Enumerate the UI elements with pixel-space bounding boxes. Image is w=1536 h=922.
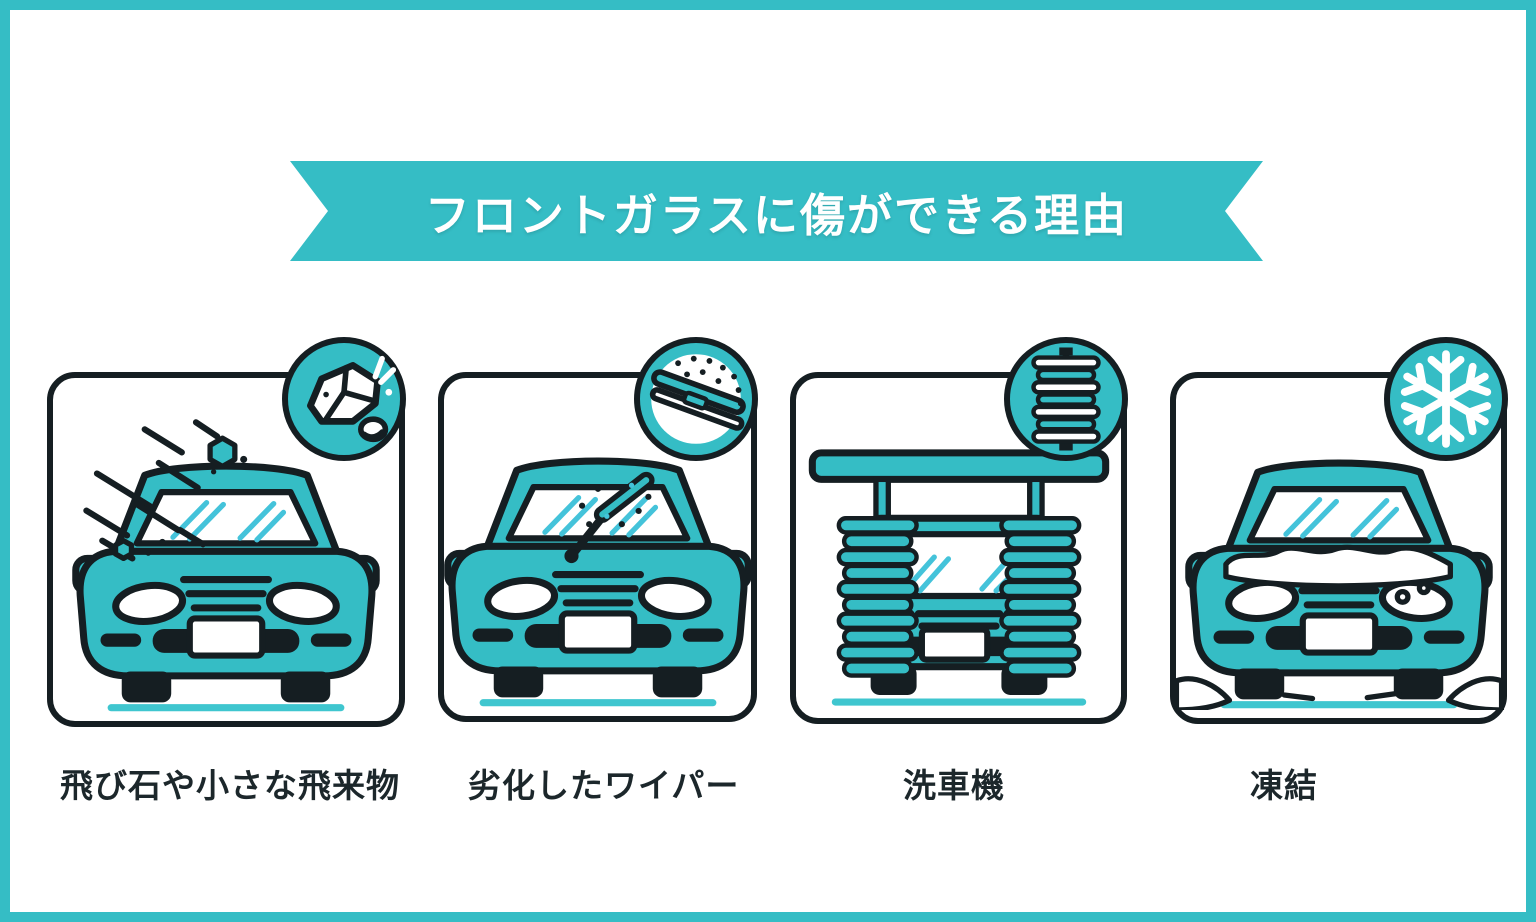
panel-label-flying-stones: 飛び石や小さな飛来物: [60, 767, 400, 804]
stone-icon: [307, 355, 397, 443]
car-in-wash-machine-illustration: [808, 449, 1109, 706]
wash-brush-badge: [1004, 337, 1128, 461]
car-with-worn-wiper-illustration: [433, 412, 763, 708]
wiper-blade-icon: [649, 354, 746, 444]
wash-brush-icon: [1031, 347, 1101, 451]
car-hit-by-flying-stones-illustration: [61, 419, 391, 713]
wash-brush-left: [836, 516, 919, 678]
snowflake-badge: [1384, 337, 1508, 461]
stone-badge: [282, 337, 406, 461]
panel-label-freezing: 凍結: [1250, 767, 1318, 804]
snow-overlay: [1173, 544, 1504, 710]
snowflake-icon: [1400, 350, 1492, 448]
panel-label-car-wash: 洗車機: [903, 767, 1005, 804]
wash-gantry-bar: [808, 449, 1109, 483]
panel-car-wash: [790, 372, 1127, 724]
flying-stones-overlay: [83, 419, 248, 562]
frozen-car-illustration: [1173, 414, 1504, 710]
title-ribbon: フロントガラスに傷ができる理由: [290, 161, 1263, 261]
page-title: フロントガラスに傷ができる理由: [424, 189, 1129, 241]
panel-label-worn-wiper: 劣化したワイパー: [468, 767, 740, 804]
wiper-badge: [634, 337, 758, 461]
wiper-overlay: [563, 471, 655, 564]
wash-brush-right: [998, 516, 1081, 678]
panel-freezing: [1170, 372, 1507, 724]
